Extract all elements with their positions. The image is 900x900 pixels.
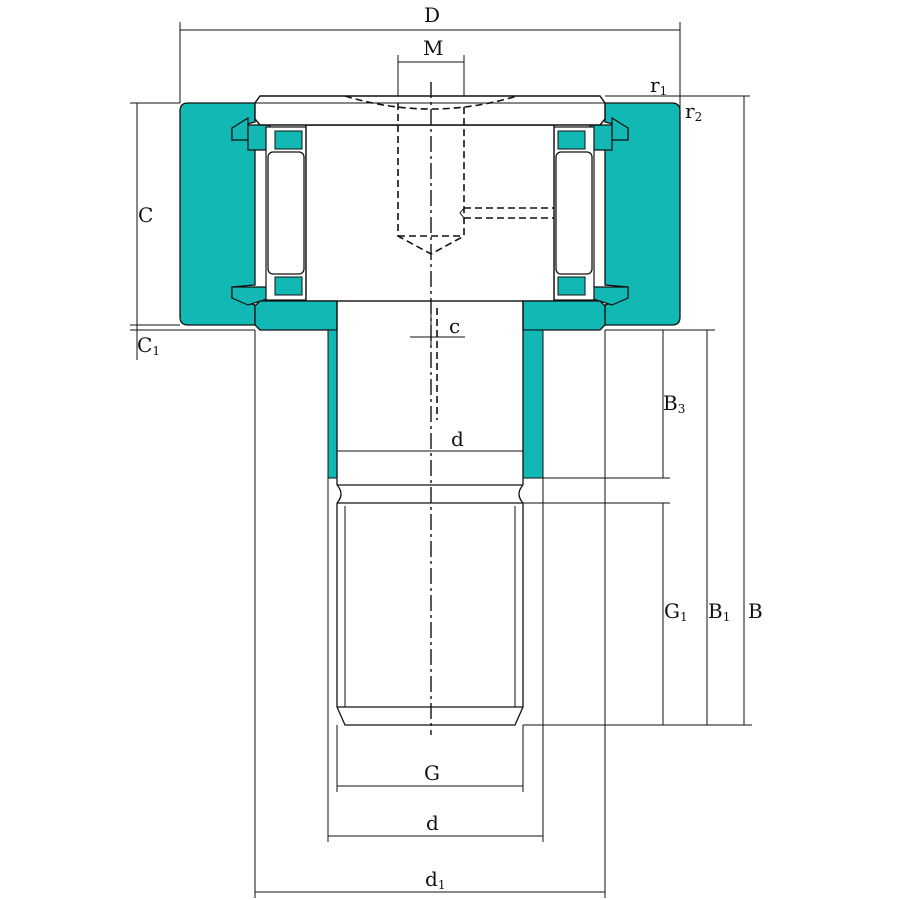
label-d: d (426, 811, 439, 835)
dimension-lines (130, 22, 752, 898)
label-B1: B1 (708, 599, 730, 624)
label-d-shaft: d (451, 427, 464, 451)
outer-ring (179, 102, 681, 326)
label-D: D (424, 3, 440, 27)
label-B3: B3 (663, 391, 685, 416)
label-B: B (748, 599, 763, 623)
label-C1: C1 (137, 333, 160, 358)
needle-rollers (265, 126, 595, 301)
sleeve-right (522, 329, 544, 479)
label-r1: r1 (650, 73, 667, 98)
label-M: M (423, 36, 443, 60)
label-r2: r2 (685, 99, 702, 124)
stud-shaft (336, 301, 524, 726)
stud-head (305, 124, 555, 302)
inner-ring-right (522, 300, 606, 331)
side-plate (254, 95, 606, 126)
label-G: G (424, 761, 440, 785)
label-d1: d1 (425, 867, 445, 892)
label-G1: G1 (664, 599, 688, 624)
sleeve-left (327, 329, 338, 479)
label-C: C (138, 203, 153, 227)
label-c: c (449, 314, 460, 338)
inner-ring-left (254, 300, 338, 331)
